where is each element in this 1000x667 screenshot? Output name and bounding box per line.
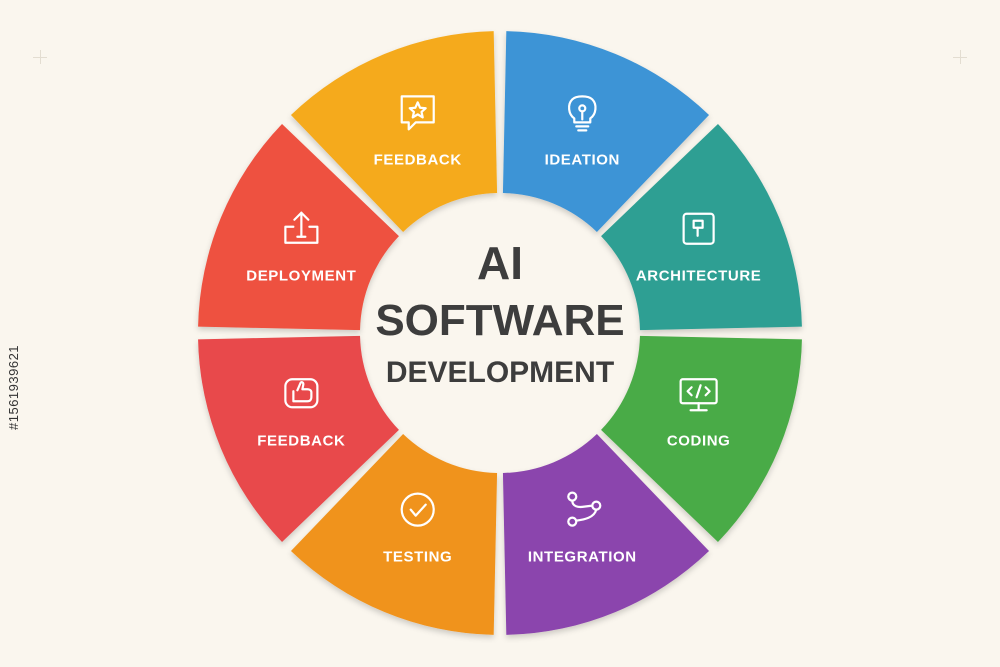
segment-label: IDEATION: [545, 151, 620, 168]
crop-mark: [953, 57, 967, 58]
segment-shape: [290, 434, 498, 635]
segment-8-feedback: FEEDBACK: [290, 31, 498, 232]
segment-label: ARCHITECTURE: [636, 268, 762, 285]
stock-id-text: #1561939621: [6, 344, 21, 430]
center-title-line-3: DEVELOPMENT: [386, 356, 614, 389]
center-title-line-1: AI: [477, 237, 523, 289]
upload-icon: [284, 211, 319, 244]
segment-shape: [198, 123, 399, 331]
segment-label: INTEGRATION: [528, 549, 637, 566]
segment-shape: [290, 31, 498, 232]
blueprint-icon: [682, 212, 715, 245]
star-chat-icon: [400, 95, 435, 131]
segment-shape: [198, 335, 399, 543]
segment-shape: [601, 335, 802, 543]
segment-7-deployment: DEPLOYMENT: [198, 123, 399, 331]
segment-label: CODING: [667, 432, 731, 449]
segment-2-architecture: ARCHITECTURE: [601, 123, 802, 331]
segment-5-testing: TESTING: [290, 434, 498, 635]
checkmark-circle-icon: [400, 492, 435, 527]
segment-label: TESTING: [383, 549, 452, 566]
segment-3-coding: CODING: [601, 335, 802, 543]
segment-6-feedback: FEEDBACK: [198, 335, 399, 543]
segment-4-integration: INTEGRATION: [502, 434, 710, 635]
lightbulb-icon: [568, 95, 597, 132]
segment-label: FEEDBACK: [374, 151, 462, 168]
segment-label: DEPLOYMENT: [246, 268, 356, 285]
connection-nodes-icon: [567, 491, 602, 527]
segment-shape: [502, 434, 710, 635]
center-title-line-2: SOFTWARE: [375, 296, 624, 345]
crop-mark: [33, 57, 47, 58]
segment-label: FEEDBACK: [257, 432, 345, 449]
center-title: AI SOFTWARE DEVELOPMENT: [375, 237, 624, 389]
segment-shape: [502, 31, 710, 232]
segment-ring: IDEATION ARCHITECTURE CODING INTEGRATION TES…: [198, 31, 802, 635]
thumbs-up-icon: [284, 378, 319, 409]
code-monitor-icon: [679, 378, 718, 412]
segment-1-ideation: IDEATION: [502, 31, 710, 232]
